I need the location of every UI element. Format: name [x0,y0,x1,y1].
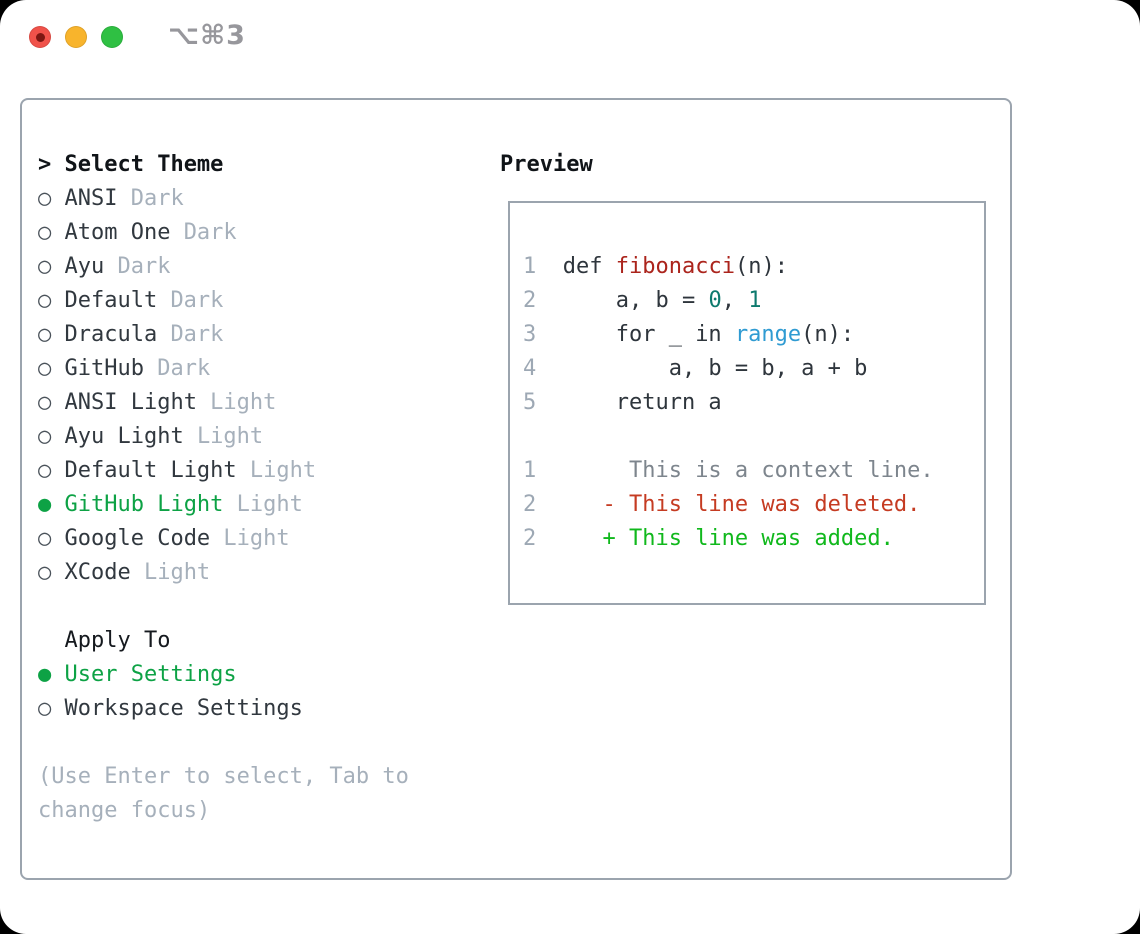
code-line: 1 def fibonacci(n): [523,254,788,279]
titlebar: ⌥⌘3 [0,0,1140,74]
prompt-icon: > [38,152,52,177]
line-number: 4 [523,356,537,381]
radio-icon: ○ [38,288,52,313]
select-theme-header: > Select Theme [38,148,409,182]
number-token: 0 [708,288,722,313]
radio-icon: ○ [38,526,52,551]
code-line: 4 a, b = b, a + b [523,356,868,381]
radio-icon: ○ [38,254,52,279]
apply-to-header: Apply To [38,624,409,658]
builtin-token: range [734,322,802,347]
apply-to-title: Apply To [64,628,171,653]
number-token: 1 [748,288,762,313]
theme-variant: Dark [170,288,224,313]
line-number: 5 [523,390,537,415]
code-sample: 1 def fibonacci(n): 2 a, b = 0, 1 3 for … [510,203,984,556]
spacer [38,726,409,760]
diff-context-line: 1 This is a context line. [523,458,934,483]
code-line: 3 for _ in range(n): [523,322,855,347]
radio-icon: ○ [38,390,52,415]
radio-selected-icon: ● [38,662,52,687]
theme-variant: Dark [130,186,184,211]
theme-variant: Dark [117,254,171,279]
radio-icon: ○ [38,458,52,483]
theme-variant: Light [236,492,303,517]
theme-variant: Dark [183,220,237,245]
window-title: ⌥⌘3 [168,20,246,51]
diff-added-line: 2 + This line was added. [523,526,894,551]
line-number: 1 [523,254,537,279]
theme-variant: Light [249,458,317,483]
theme-variant: Dark [157,356,211,381]
radio-icon: ○ [38,220,52,245]
spacer [38,590,409,624]
close-dot-icon [35,32,45,42]
function-name-token: fibonacci [615,254,735,279]
help-text-line: change focus) [38,798,211,823]
apply-option-workspace-settings[interactable]: ○Workspace Settings [38,692,409,726]
radio-icon: ○ [38,186,52,211]
close-button[interactable] [29,26,51,48]
radio-selected-icon: ● [38,492,52,517]
preview-title: Preview [500,152,593,177]
line-number: 2 [523,526,537,551]
line-number: 2 [523,492,537,517]
line-number: 2 [523,288,537,313]
theme-variant: Light [210,390,277,415]
theme-variant: Dark [170,322,224,347]
diff-deleted-line: 2 - This line was deleted. [523,492,921,517]
minimize-button[interactable] [65,26,87,48]
apply-option-user-settings[interactable]: ●User Settings [38,658,409,692]
radio-icon: ○ [38,424,52,449]
line-number: 3 [523,322,537,347]
radio-icon: ○ [38,560,52,585]
line-number: 1 [523,458,537,483]
help-text-line: (Use Enter to select, Tab to [38,764,409,789]
theme-variant: Light [223,526,290,551]
radio-icon: ○ [38,322,52,347]
code-line: 2 a, b = 0, 1 [523,288,762,313]
zoom-button[interactable] [101,26,123,48]
preview-pane: 1 def fibonacci(n): 2 a, b = 0, 1 3 for … [508,201,986,605]
radio-icon: ○ [38,356,52,381]
code-line: 5 return a [523,390,722,415]
theme-variant: Light [143,560,211,585]
spacer [523,420,984,454]
select-theme-title: Select Theme [64,152,224,177]
radio-icon: ○ [38,696,52,721]
theme-variant: Light [196,424,264,449]
